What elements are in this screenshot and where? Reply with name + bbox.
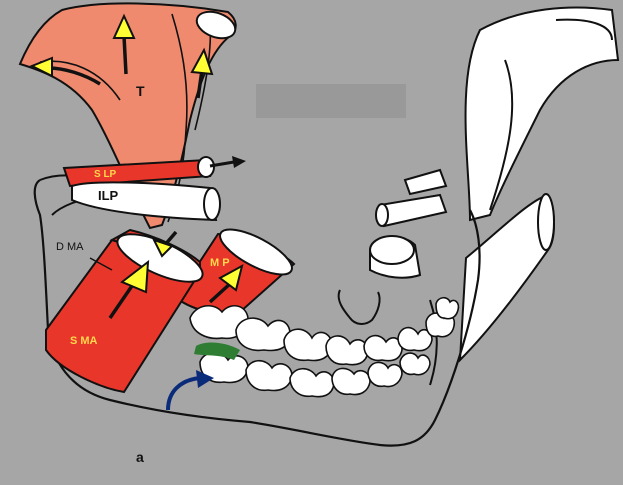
- molar-2: [236, 318, 290, 350]
- contralateral-temporalis: [466, 7, 618, 220]
- contralateral-upper-pterygoid: [405, 170, 446, 194]
- label-superior-lateral-pterygoid: S LP: [94, 169, 117, 180]
- label-superficial-masseter: S MA: [70, 335, 98, 347]
- inferior-lateral-pterygoid-end: [204, 188, 220, 220]
- mental-foramen: [339, 290, 380, 324]
- lower-molar-2: [246, 361, 292, 391]
- inferior-lateral-pterygoid: [72, 182, 216, 220]
- contralateral-lateral-pterygoid: [380, 195, 446, 226]
- rotation-arrow-shaft: [168, 378, 200, 410]
- lower-premolar-1: [332, 368, 370, 394]
- incisor-2: [436, 298, 458, 319]
- contralateral-lateral-pterygoid-end: [376, 204, 388, 226]
- temporalis-arrow-1-shaft: [124, 36, 126, 74]
- contralateral-medial-pterygoid-end: [370, 236, 414, 264]
- label-deep-masseter: D MA: [56, 241, 84, 253]
- lateral-pterygoid-muscles: [64, 157, 220, 220]
- contralateral-muscles: [370, 7, 618, 360]
- premolar-2: [364, 336, 402, 361]
- panel-letter: a: [136, 449, 144, 465]
- contralateral-pterygoid-end: [538, 194, 554, 250]
- lateral-pterygoid-arrow: [210, 156, 246, 168]
- label-temporalis: T: [136, 83, 145, 99]
- label-medial-pterygoid: M P: [210, 257, 230, 269]
- redaction-box: [256, 84, 406, 118]
- premolar-1: [326, 336, 368, 365]
- molar-3: [284, 329, 332, 360]
- lower-premolar-2: [368, 362, 402, 386]
- lower-molar-3: [290, 369, 334, 397]
- lower-canine: [400, 353, 430, 375]
- label-inferior-lateral-pterygoid: ILP: [98, 188, 119, 203]
- lateral-pterygoid-arrow-head: [232, 156, 246, 168]
